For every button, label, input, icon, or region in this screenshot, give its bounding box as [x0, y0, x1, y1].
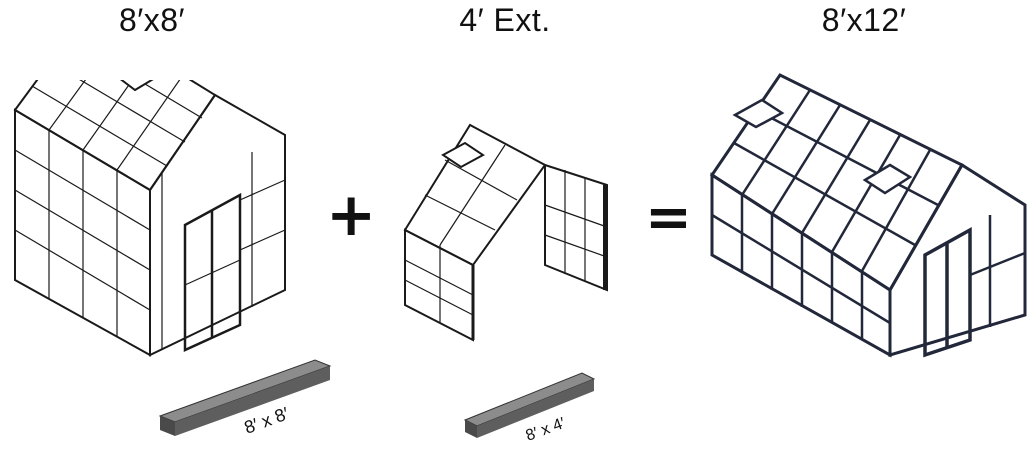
base-8x4-label: 8′ x 4′	[524, 415, 568, 445]
title-8x12: 8′x12′	[821, 2, 907, 38]
base-8x8: 8′ x 8′	[158, 359, 332, 438]
title-8x8: 8′x8′	[118, 2, 186, 38]
base-8x4: 8′ x 4′	[463, 372, 596, 445]
extension-4ft-illustration	[403, 123, 608, 342]
title-4-ext: 4′ Ext.	[459, 2, 551, 38]
greenhouse-8x12-illustration	[709, 73, 1027, 358]
equals-operator: =	[645, 185, 692, 250]
greenhouse-8x8-illustration	[13, 80, 286, 357]
plus-operator: +	[326, 180, 377, 250]
